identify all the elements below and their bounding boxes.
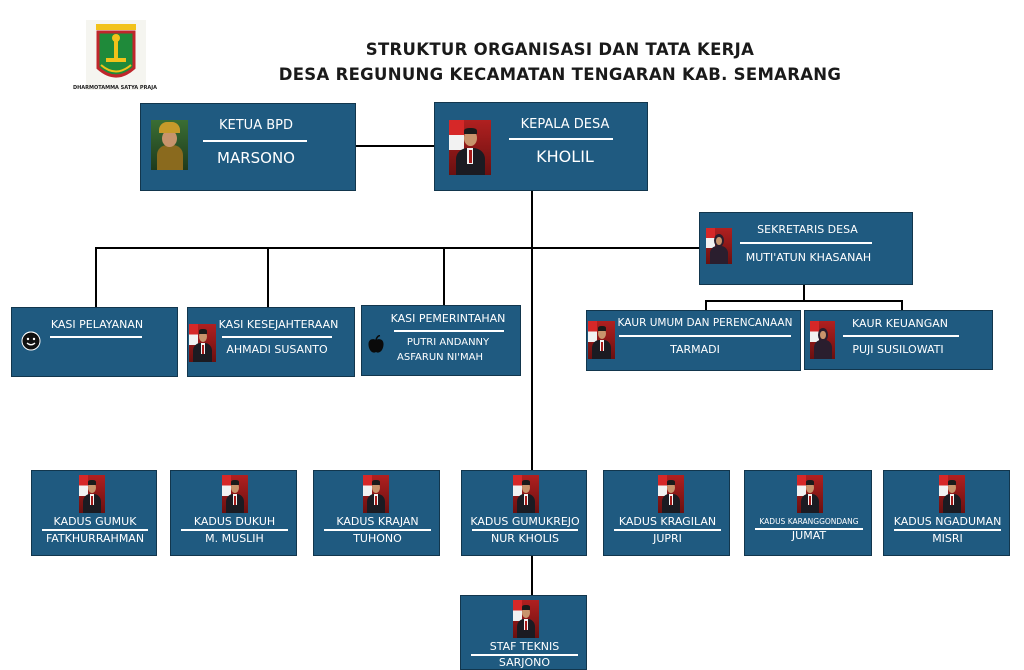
- kasi-kesejahteraan-photo: [189, 324, 216, 362]
- kepala-desa-name: KHOLIL: [536, 147, 594, 166]
- kadus-box-dukuh: KADUS DUKUH M. MUSLIH: [170, 470, 297, 556]
- ketua-bpd-rule: [203, 140, 307, 142]
- kadus-box-gumuk: KADUS GUMUK FATKHURRAHMAN: [31, 470, 157, 556]
- connector-kaur-bus: [705, 300, 903, 302]
- kadus-box-krajan: KADUS KRAJAN TUHONO: [313, 470, 440, 556]
- kadus-gumuk-photo: [79, 475, 105, 513]
- kasi-kesejahteraan-rule: [222, 336, 332, 338]
- kadus-gumuk-rule: [42, 529, 148, 531]
- kaur-keuangan-role: KAUR KEUANGAN: [852, 317, 948, 330]
- kadus-gumukrejo-role: KADUS GUMUKREJO: [470, 515, 580, 528]
- kadus-box-karanggondang: KADUS KARANGGONDANG JUMAT: [744, 470, 872, 556]
- kasi-kesejahteraan-name: AHMADI SUSANTO: [226, 343, 328, 356]
- sekretaris-desa-name: MUTI'ATUN KHASANAH: [745, 251, 872, 264]
- connector-kasi-pemerintahan: [443, 247, 445, 305]
- kasi-pemerintahan-rule: [394, 330, 504, 332]
- kadus-box-kragilan: KADUS KRAGILAN JUPRI: [603, 470, 730, 556]
- kepala-desa-rule: [509, 138, 613, 140]
- kadus-gumuk-role: KADUS GUMUK: [53, 515, 137, 528]
- kaur-umum-rule: [619, 335, 791, 337]
- kadus-dukuh-rule: [181, 529, 288, 531]
- sekretaris-desa-rule: [740, 242, 872, 244]
- connector-kasi-bus: [95, 247, 700, 249]
- kadus-karanggondang-role: KADUS KARANGGONDANG: [759, 517, 859, 526]
- sekretaris-desa-box: SEKRETARIS DESA MUTI'ATUN KHASANAH: [699, 212, 913, 285]
- connector-main-trunk: [531, 190, 533, 472]
- kaur-keuangan-rule: [843, 335, 959, 337]
- kaur-umum-photo: [588, 321, 615, 359]
- kasi-kesejahteraan-box: KASI KESEJAHTERAAN AHMADI SUSANTO: [187, 307, 355, 377]
- kadus-box-ngaduman: KADUS NGADUMAN MISRI: [883, 470, 1010, 556]
- kadus-gumukrejo-rule: [472, 529, 578, 531]
- kadus-dukuh-photo: [222, 475, 248, 513]
- kasi-pelayanan-role: KASI PELAYANAN: [50, 318, 144, 331]
- kaur-umum-role: KAUR UMUM DAN PERENCANAAN: [617, 317, 793, 329]
- staf-teknis-photo: [513, 600, 539, 638]
- kadus-kragilan-role: KADUS KRAGILAN: [618, 515, 717, 528]
- kadus-ngaduman-role: KADUS NGADUMAN: [893, 515, 1002, 528]
- ketua-bpd-photo: [151, 120, 188, 170]
- sekretaris-desa-role: SEKRETARIS DESA: [757, 223, 858, 236]
- kadus-dukuh-role: KADUS DUKUH: [193, 515, 276, 528]
- kasi-pemerintahan-role: KASI PEMERINTAHAN: [390, 312, 506, 325]
- kadus-ngaduman-name: MISRI: [932, 532, 963, 545]
- connector-kasi-kesejahteraan: [267, 247, 269, 307]
- kadus-kragilan-photo: [658, 475, 684, 513]
- kadus-box-gumukrejo: KADUS GUMUKREJO NUR KHOLIS: [461, 470, 587, 556]
- kadus-karanggondang-photo: [797, 475, 823, 513]
- kaur-keuangan-box: KAUR KEUANGAN PUJI SUSILOWATI: [804, 310, 993, 370]
- staf-teknis-rule: [471, 654, 578, 656]
- kadus-dukuh-name: M. MUSLIH: [205, 532, 264, 545]
- kaur-keuangan-name: PUJI SUSILOWATI: [852, 343, 944, 356]
- sekretaris-desa-photo: [706, 228, 732, 264]
- kadus-gumukrejo-photo: [513, 475, 539, 513]
- connector-staf-teknis: [531, 556, 533, 596]
- kadus-krajan-rule: [324, 529, 431, 531]
- kadus-karanggondang-rule: [755, 528, 863, 530]
- kepala-desa-box: KEPALA DESA KHOLIL: [434, 102, 648, 191]
- kadus-kragilan-rule: [614, 529, 721, 531]
- staf-teknis-role: STAF TEKNIS: [489, 640, 560, 653]
- kasi-pemerintahan-name-line2: ASFARUN NI'MAH: [397, 352, 483, 363]
- kadus-gumukrejo-name: NUR KHOLIS: [491, 532, 559, 545]
- kadus-kragilan-name: JUPRI: [653, 532, 682, 545]
- kaur-keuangan-photo: [810, 321, 835, 359]
- kaur-umum-name: TARMADI: [670, 343, 720, 356]
- regency-emblem-icon: [86, 20, 146, 90]
- apple-icon: [367, 334, 385, 359]
- kadus-krajan-name: TUHONO: [353, 532, 402, 545]
- chart-title-line1: STRUKTUR ORGANISASI DAN TATA KERJA: [365, 40, 755, 59]
- kepala-desa-role: KEPALA DESA: [520, 117, 610, 132]
- ketua-bpd-name: MARSONO: [217, 149, 295, 167]
- kasi-kesejahteraan-role: KASI KESEJAHTERAAN: [218, 318, 339, 331]
- kasi-pelayanan-rule: [50, 336, 142, 338]
- connector-bpd-kepala: [355, 145, 435, 147]
- kaur-umum-box: KAUR UMUM DAN PERENCANAAN TARMADI: [586, 310, 801, 371]
- kadus-ngaduman-rule: [894, 529, 1001, 531]
- logo-caption: DHARMOTAMMA SATYA PRAJA: [72, 85, 158, 91]
- chart-title-line2: DESA REGUNUNG KECAMATAN TENGARAN KAB. SE…: [278, 65, 842, 84]
- connector-kasi-pelayanan: [95, 247, 97, 307]
- kepala-desa-photo: [449, 120, 491, 175]
- regency-logo: [68, 20, 163, 95]
- kadus-gumuk-name: FATKHURRAHMAN: [45, 532, 145, 545]
- kasi-pelayanan-box: KASI PELAYANAN: [11, 307, 178, 377]
- kadus-ngaduman-photo: [939, 475, 965, 513]
- kasi-pemerintahan-name-line1: PUTRI ANDANNY: [406, 337, 490, 348]
- connector-kaur-umum: [705, 300, 707, 310]
- connector-kaur-keuangan: [901, 300, 903, 310]
- kadus-krajan-role: KADUS KRAJAN: [336, 515, 419, 528]
- staf-teknis-box: STAF TEKNIS SARJONO: [460, 595, 587, 670]
- smiley-face-icon: [21, 331, 41, 355]
- kasi-pemerintahan-box: KASI PEMERINTAHAN PUTRI ANDANNY ASFARUN …: [361, 305, 521, 376]
- staf-teknis-name: SARJONO: [498, 656, 551, 669]
- ketua-bpd-role: KETUA BPD: [219, 118, 293, 133]
- kadus-krajan-photo: [363, 475, 389, 513]
- ketua-bpd-box: KETUA BPD MARSONO: [140, 103, 356, 191]
- connector-sekdes-down: [803, 285, 805, 301]
- kadus-karanggondang-name: JUMAT: [791, 529, 827, 542]
